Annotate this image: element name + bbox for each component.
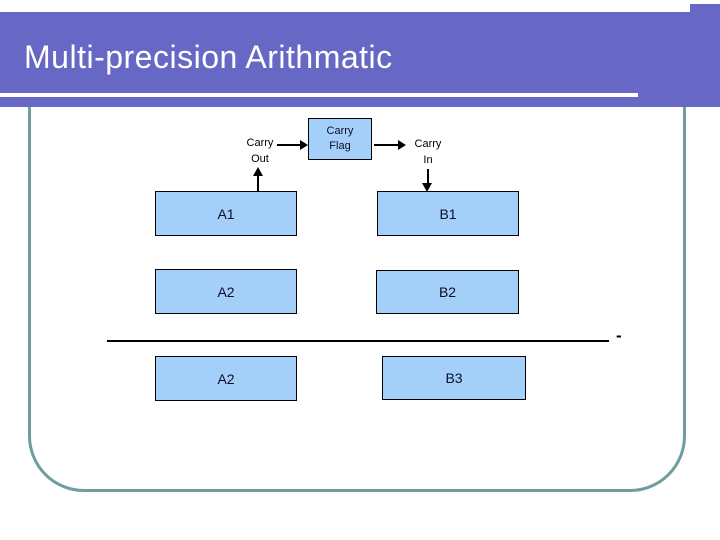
operand-box-b1: B1 <box>377 191 519 236</box>
sum-line <box>107 340 609 342</box>
carry-in-line2: In <box>423 154 433 166</box>
operand-box-b2: B2 <box>376 270 519 314</box>
operand-label: B3 <box>445 370 463 386</box>
banner-corner-tab <box>690 4 720 14</box>
title-banner <box>0 12 720 107</box>
arrow-right-icon <box>300 139 308 150</box>
carry-out-label: Carry Out <box>236 135 284 167</box>
operand-label: A2 <box>217 370 235 387</box>
operand-label: A1 <box>217 205 235 222</box>
carry-flag-line2: Flag <box>329 140 351 152</box>
arrow-up-line <box>257 176 259 191</box>
operand-box-a1: A1 <box>155 191 297 236</box>
arrow-down-line <box>427 169 429 183</box>
operand-box-b3: B3 <box>382 356 526 400</box>
arrow-right-icon <box>398 139 406 150</box>
operand-label: B2 <box>438 284 457 300</box>
arrow-right-line <box>374 143 398 146</box>
minus-sign: - <box>616 326 622 345</box>
operand-box-a2-result: A2 <box>155 356 297 401</box>
carry-in-label: Carry In <box>406 136 450 168</box>
carry-out-line2: Out <box>251 153 269 165</box>
page-title: Multi-precision Arithmatic <box>24 39 393 75</box>
arrow-up-icon <box>252 167 263 176</box>
title-underline <box>0 93 638 97</box>
carry-in-line1: Carry <box>414 138 442 150</box>
arrow-down-icon <box>421 183 432 192</box>
carry-flag-line1: Carry <box>326 125 354 137</box>
operand-label: A2 <box>217 283 235 300</box>
operand-box-a2: A2 <box>155 269 297 314</box>
arrow-right-line <box>277 143 300 146</box>
carry-out-line1: Carry <box>246 137 274 149</box>
operand-label: B1 <box>439 205 457 222</box>
carry-flag-box: Carry Flag <box>308 118 372 160</box>
